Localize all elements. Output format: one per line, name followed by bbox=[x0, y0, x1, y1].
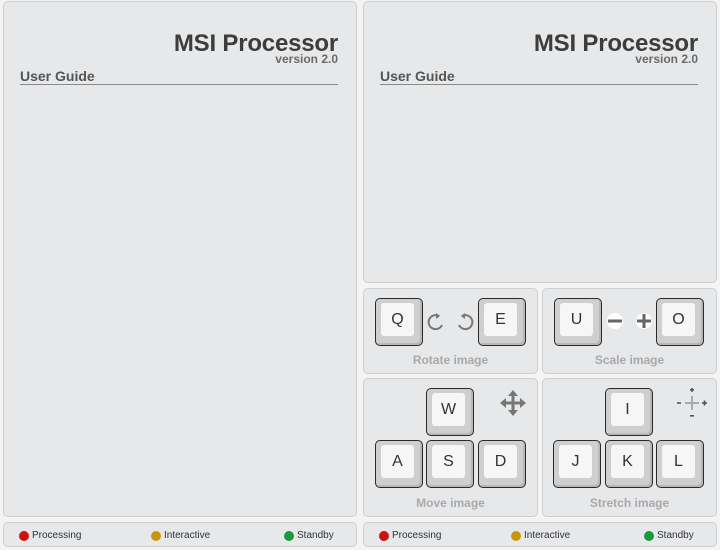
move-left-key[interactable]: A bbox=[375, 440, 423, 488]
status-interactive: Interactive bbox=[511, 530, 570, 541]
processing-indicator-icon bbox=[19, 530, 29, 541]
app-version: version 2.0 bbox=[275, 52, 338, 66]
move-control: W A S D Move image bbox=[363, 378, 538, 517]
stretch-right-key[interactable]: L bbox=[656, 440, 704, 488]
scale-caption: Scale image bbox=[594, 353, 665, 367]
move-arrows-icon bbox=[500, 390, 526, 416]
scale-control: U O Scale image bbox=[542, 288, 717, 374]
status-standby: Standby bbox=[644, 530, 694, 541]
status-label: Processing bbox=[32, 530, 82, 541]
move-down-key[interactable]: S bbox=[426, 440, 474, 488]
stretch-up-key[interactable]: I bbox=[605, 388, 653, 436]
move-caption: Move image bbox=[416, 496, 485, 510]
user-guide-title: User Guide bbox=[380, 68, 455, 84]
scale-down-key[interactable]: U bbox=[554, 298, 602, 346]
status-label: Processing bbox=[392, 530, 442, 541]
app-title: MSI Processor bbox=[173, 30, 338, 57]
key-label: A bbox=[381, 445, 414, 478]
key-label: E bbox=[484, 303, 517, 336]
stretch-down-key[interactable]: K bbox=[605, 440, 653, 488]
key-label: U bbox=[560, 303, 593, 336]
standby-indicator-icon bbox=[284, 530, 294, 541]
move-up-key[interactable]: W bbox=[426, 388, 474, 436]
status-interactive: Interactive bbox=[151, 530, 210, 541]
rotate-caption: Rotate image bbox=[412, 353, 489, 367]
stretch-caption: Stretch image bbox=[589, 496, 670, 510]
status-label: Interactive bbox=[164, 530, 211, 541]
minus-icon bbox=[607, 313, 623, 329]
rotate-control: Q E Rotate image bbox=[363, 288, 538, 374]
key-label: Q bbox=[381, 303, 414, 336]
rotate-right-key[interactable]: E bbox=[478, 298, 526, 346]
status-label: Standby bbox=[657, 530, 694, 541]
left-status-bar: Processing Interactive Standby bbox=[3, 522, 357, 547]
move-right-key[interactable]: D bbox=[478, 440, 526, 488]
status-label: Interactive bbox=[524, 530, 571, 541]
header-divider bbox=[380, 84, 698, 85]
left-display-panel: MSI Processor version 2.0 User Guide bbox=[3, 1, 357, 517]
user-guide-title: User Guide bbox=[20, 68, 95, 84]
status-standby: Standby bbox=[284, 530, 334, 541]
key-label: O bbox=[662, 303, 695, 336]
status-label: Standby bbox=[297, 530, 334, 541]
right-display-panel: MSI Processor version 2.0 User Guide bbox=[363, 1, 717, 283]
header-divider bbox=[20, 84, 338, 85]
scale-up-key[interactable]: O bbox=[656, 298, 704, 346]
rotate-cw-icon bbox=[458, 313, 474, 331]
key-label: S bbox=[432, 445, 465, 478]
status-processing: Processing bbox=[19, 530, 81, 541]
app-version: version 2.0 bbox=[635, 52, 698, 66]
app-title: MSI Processor bbox=[533, 30, 698, 57]
status-processing: Processing bbox=[379, 530, 441, 541]
rotate-left-key[interactable]: Q bbox=[375, 298, 423, 346]
key-label: L bbox=[662, 445, 695, 478]
plus-icon bbox=[636, 313, 652, 329]
standby-indicator-icon bbox=[644, 530, 654, 541]
interactive-indicator-icon bbox=[151, 530, 161, 541]
interactive-indicator-icon bbox=[511, 530, 521, 541]
stretch-control: I J K L Stretch image bbox=[542, 378, 717, 517]
key-label: I bbox=[611, 393, 644, 426]
stretch-left-key[interactable]: J bbox=[553, 440, 601, 488]
key-label: J bbox=[559, 445, 592, 478]
right-status-bar: Processing Interactive Standby bbox=[363, 522, 717, 547]
key-label: D bbox=[484, 445, 517, 478]
key-label: K bbox=[611, 445, 644, 478]
processing-indicator-icon bbox=[379, 530, 389, 541]
rotate-ccw-icon bbox=[427, 313, 443, 331]
key-label: W bbox=[432, 393, 465, 426]
stretch-icon bbox=[677, 388, 707, 417]
